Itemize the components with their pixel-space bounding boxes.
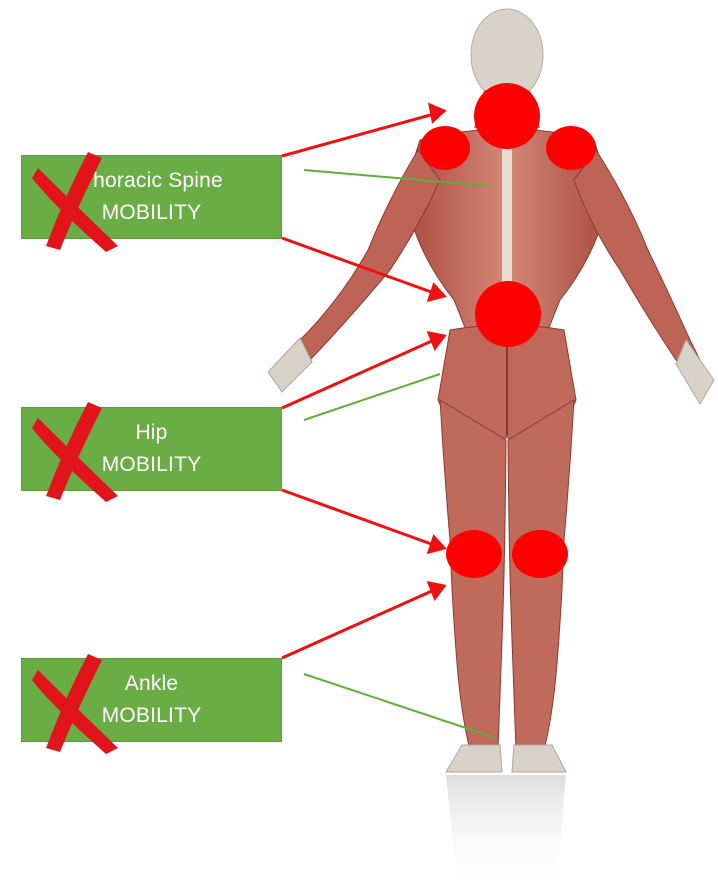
pain-spot-right-shoulder	[546, 126, 596, 170]
thoracic-spine-label: Thoracic Spine MOBILITY	[21, 155, 282, 239]
pain-spot-neck	[474, 83, 540, 149]
left-arm	[286, 150, 440, 366]
pain-spot-left-shoulder	[420, 126, 470, 170]
hip-title: Hip	[135, 417, 167, 449]
thoracic-spine-title: Thoracic Spine	[80, 165, 223, 197]
hip-subtitle: MOBILITY	[102, 449, 202, 481]
left-foot	[446, 745, 502, 772]
pain-spot-left-knee	[446, 530, 502, 578]
ankle-subtitle: MOBILITY	[102, 700, 202, 732]
right-arm	[574, 150, 700, 366]
pain-spot-right-knee	[512, 530, 568, 578]
right-foot	[512, 745, 566, 772]
connector-line-hip	[304, 374, 440, 420]
ankle-title: Ankle	[125, 668, 179, 700]
floor-reflection	[446, 775, 566, 891]
pain-spot-lower-back	[475, 281, 541, 347]
thoracic-spine-subtitle: MOBILITY	[102, 197, 202, 229]
hip-label: Hip MOBILITY	[21, 407, 282, 491]
ankle-label: Ankle MOBILITY	[21, 658, 282, 742]
